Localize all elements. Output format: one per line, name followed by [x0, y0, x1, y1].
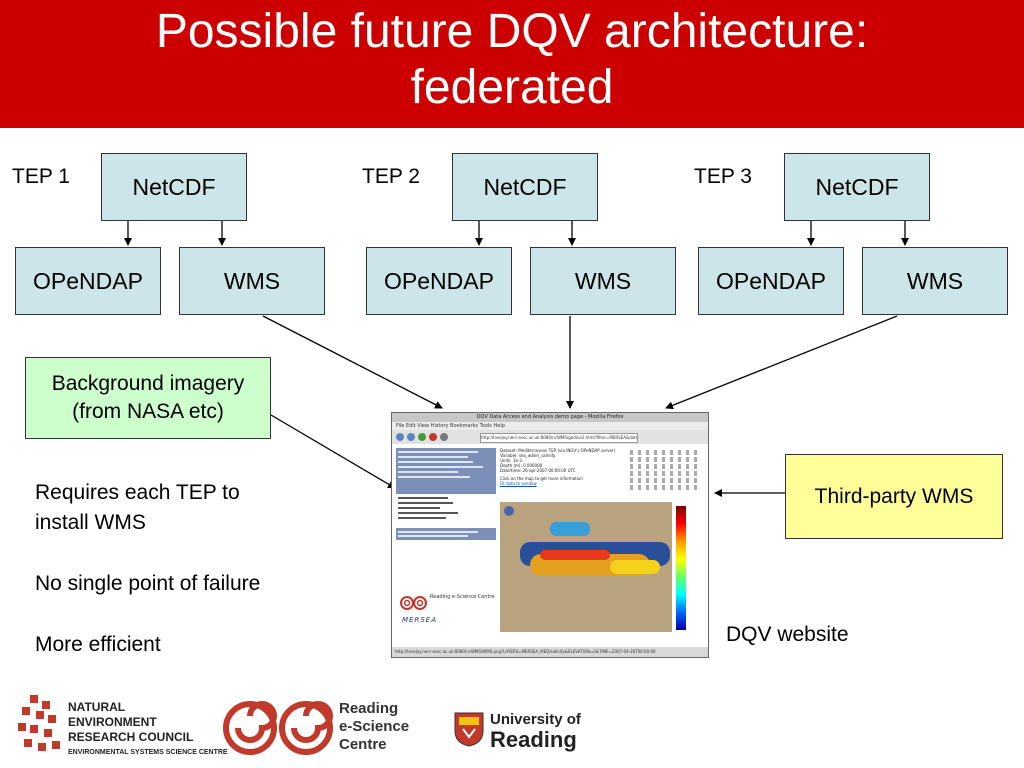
- third-party-wms-box: Third-party WMS: [785, 454, 1003, 539]
- browser-statusbar: http://lovejoy.nerc-essc.ac.uk:8080/ncWM…: [392, 647, 708, 657]
- nerc-logo-icon: [18, 695, 60, 751]
- nerc-subtitle: ENVIRONMENTAL SYSTEMS SCIENCE CENTRE: [68, 749, 228, 756]
- resc-line: Centre: [339, 736, 387, 753]
- layer-list-variables: [396, 494, 496, 524]
- nerc-logo-text: NATURAL ENVIRONMENT RESEARCH COUNCIL ENV…: [68, 700, 228, 760]
- color-scale-bar: [676, 506, 686, 630]
- layer-list-secondary: [396, 528, 496, 540]
- uor-logo-text: University of Reading: [490, 711, 581, 752]
- info-line: Depth (m): 0.000000: [500, 463, 543, 468]
- nerc-line: NATURAL: [68, 700, 126, 714]
- date-calendar: [630, 448, 700, 496]
- info-line: Date/time: 26-apr-2007 00:00:00 UTC: [500, 468, 576, 473]
- resc-line: e-Science: [339, 718, 410, 735]
- reading-logo-mini-icon: [400, 596, 427, 610]
- note-no-single-point: No single point of failure: [35, 572, 261, 595]
- arrow-background-dqv: [270, 414, 396, 489]
- resc-logo-icon: [223, 701, 334, 755]
- tep2-opendap-box: OPeNDAP: [366, 247, 512, 315]
- browser-menubar: File Edit View History Bookmarks Tools H…: [392, 422, 708, 430]
- tep2-label: TEP 2: [362, 165, 420, 188]
- tep3-opendap-box: OPeNDAP: [698, 247, 844, 315]
- info-line: Fit data to window: [500, 481, 537, 486]
- note-requires-line-1: Requires each TEP to: [35, 481, 240, 504]
- title-banner: Possible future DQV architecture: federa…: [0, 0, 1024, 128]
- uor-line: University of: [490, 711, 581, 728]
- info-line: Dataset: Mediterranean TEP (via INGV's O…: [500, 448, 616, 453]
- note-requires-line-2: install WMS: [35, 511, 146, 534]
- nerc-line: ENVIRONMENT: [68, 715, 157, 729]
- uor-line: Reading: [490, 727, 577, 752]
- layer-list-primary: [396, 448, 496, 494]
- info-line: Click on the map to get more information: [500, 476, 583, 481]
- tep1-opendap-box: OPeNDAP: [15, 247, 161, 315]
- layer-panel: Reading e-Science Centre MERSEA: [396, 446, 496, 644]
- tep1-wms-box: WMS: [179, 247, 325, 315]
- salinity-map: [500, 502, 672, 632]
- browser-url-bar: http://lovejoy.nerc-essc.ac.uk:8080/ncWM…: [480, 433, 638, 443]
- background-imagery-line-2: (from NASA etc): [72, 400, 224, 423]
- resc-line: Reading: [339, 700, 399, 717]
- dqv-website-screenshot: DQV Data Access and Analysis demo page -…: [391, 412, 709, 658]
- arrow-tep1-wms-dqv: [262, 315, 443, 409]
- dataset-info: Dataset: Mediterranean TEP (via INGV's O…: [500, 448, 620, 486]
- page-title-line-1: Possible future DQV architecture:: [155, 5, 869, 58]
- nerc-line: RESEARCH COUNCIL: [68, 730, 194, 744]
- note-more-efficient: More efficient: [35, 633, 161, 656]
- map-pan-icon: [504, 506, 514, 516]
- browser-titlebar: DQV Data Access and Analysis demo page -…: [392, 413, 708, 422]
- browser-content: Reading e-Science Centre MERSEA Dataset:…: [392, 444, 708, 647]
- forward-icon: [407, 433, 415, 441]
- reload-icon: [418, 433, 426, 441]
- tep1-label: TEP 1: [12, 165, 70, 188]
- resc-logo-text: Reading e-Science Centre: [339, 700, 409, 754]
- arrow-tep3-wms-dqv: [665, 315, 898, 410]
- stop-icon: [429, 433, 437, 441]
- background-imagery-box: Background imagery (from NASA etc): [25, 357, 271, 439]
- university-crest-icon: [454, 712, 484, 747]
- tep2-wms-box: WMS: [530, 247, 676, 315]
- back-icon: [396, 433, 404, 441]
- background-imagery-line-1: Background imagery: [51, 372, 245, 395]
- home-icon: [440, 433, 448, 441]
- tep1-netcdf-box: NetCDF: [101, 153, 247, 221]
- tep3-wms-box: WMS: [862, 247, 1008, 315]
- reading-logo-mini-text: Reading e-Science Centre: [430, 594, 495, 600]
- page-title-line-2: federated: [410, 61, 614, 114]
- tep2-netcdf-box: NetCDF: [452, 153, 598, 221]
- mersea-logo: MERSEA: [402, 616, 437, 624]
- info-line: Units: 1e-3: [500, 458, 522, 463]
- info-line: Variable: sea_water_salinity: [500, 453, 556, 458]
- dqv-website-label: DQV website: [726, 623, 849, 646]
- browser-toolbar: http://lovejoy.nerc-essc.ac.uk:8080/ncWM…: [392, 430, 708, 444]
- tep3-label: TEP 3: [694, 165, 752, 188]
- tep3-netcdf-box: NetCDF: [784, 153, 930, 221]
